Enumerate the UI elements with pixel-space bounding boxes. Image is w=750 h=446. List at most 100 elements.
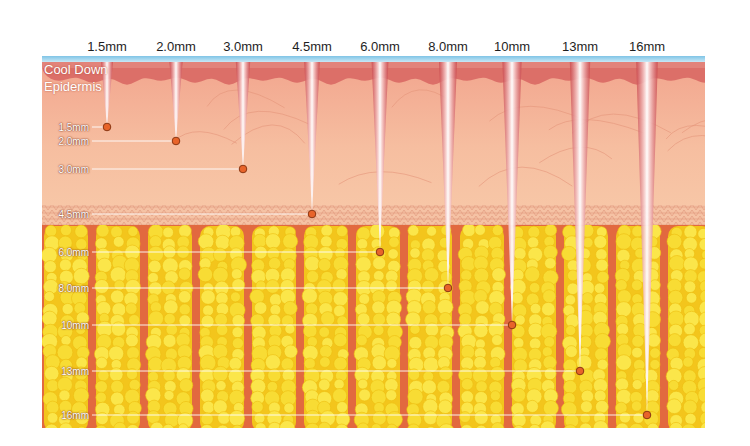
fat-cell [320,345,333,358]
fat-cell [94,425,108,428]
fat-cell [126,424,139,428]
depth-dot [576,367,584,375]
fat-cell [178,290,191,303]
fat-cell [667,399,682,414]
fat-cell [333,389,347,403]
fat-cell [422,380,436,394]
needle-beam [304,62,320,214]
leader-line [92,371,576,372]
fat-cell [267,381,278,392]
fat-cell [334,379,344,389]
fat-cell [318,422,330,428]
fat-cell [47,412,58,423]
leader-line [92,214,308,215]
fat-cell [514,248,526,260]
fat-cell [475,425,487,428]
fat-cell [542,302,556,316]
fat-cell [163,227,174,238]
fat-cell [270,304,281,315]
dermis-fiber [668,135,705,152]
depth-heading: 2.0mm [156,39,196,54]
fat-cell [279,420,295,428]
fat-cell [111,322,125,336]
fat-cell [334,305,346,317]
fat-cell [616,234,632,250]
fat-cell [179,304,190,315]
fat-cell [336,269,347,280]
leader-line [92,127,103,128]
dermis-fiber [666,125,705,139]
fat-cell [60,225,71,236]
fat-cell [386,280,398,292]
needle-beam [372,62,389,252]
fat-cell [616,378,629,391]
fat-cell [357,313,370,326]
fat-cell [513,425,525,428]
fat-cell [580,324,594,338]
fat-cell [284,403,294,413]
fat-cell [684,323,696,335]
dermis-fiber [339,172,432,185]
depth-marker-label: 4.5mm [58,209,89,220]
needle-beam [570,62,590,371]
fat-cell [580,413,590,423]
fat-septa [42,222,705,428]
fat-cell [596,249,607,260]
fat-cell [44,261,56,273]
fat-cell [305,256,320,271]
fat-cell [96,357,108,369]
depth-heading: 1.5mm [87,39,127,54]
leader-lines [92,123,651,419]
fat-cell [631,401,641,411]
fat-cell [230,292,240,302]
fat-cell [529,424,541,428]
fat-cell [461,378,473,390]
fat-cell [44,291,54,301]
fat-cell [515,315,526,326]
fat-cell [95,279,109,293]
fat-cell [698,388,705,403]
fat-cell [307,271,319,283]
depth-marker-label: 3.0mm [58,164,89,175]
fat-cell [111,380,124,393]
fat-column [96,226,140,428]
fat-cell [281,358,294,371]
depth-heading: 13mm [562,39,598,54]
fat-cell [427,226,437,236]
fat-cell [198,267,213,282]
fat-cell [373,270,384,281]
fat-cell [669,380,679,390]
fat-cell [336,226,347,237]
fat-cell [422,300,436,314]
fat-cell [668,334,681,347]
leader-line [92,288,444,289]
fat-cell [564,380,577,393]
fat-cell [490,401,503,414]
fat-cell [543,356,556,369]
needle-beam [636,62,658,415]
fat-cell [114,280,125,291]
fat-cell [357,423,369,428]
fat-cell [424,411,438,425]
fat-cell [148,260,161,273]
fat-cell [528,226,540,238]
fat-cell [566,325,576,335]
fat-cell [474,411,488,425]
fat-cell [73,388,88,403]
fat-cell [252,401,263,412]
fat-cell [669,255,685,271]
fat-cell [545,224,557,236]
fat-cell [179,379,193,393]
fat-cell [320,236,332,248]
fat-cell [61,335,71,345]
fat-cell [530,303,541,314]
fat-cell [579,336,591,348]
fat-cell [683,357,693,367]
fat-cell [461,270,472,281]
fat-cell [148,246,164,262]
depth-dot [643,411,651,419]
depth-heading: 8.0mm [428,39,468,54]
fat-cell [113,236,124,247]
fat-cell [545,258,556,269]
fat-cell [684,225,697,238]
